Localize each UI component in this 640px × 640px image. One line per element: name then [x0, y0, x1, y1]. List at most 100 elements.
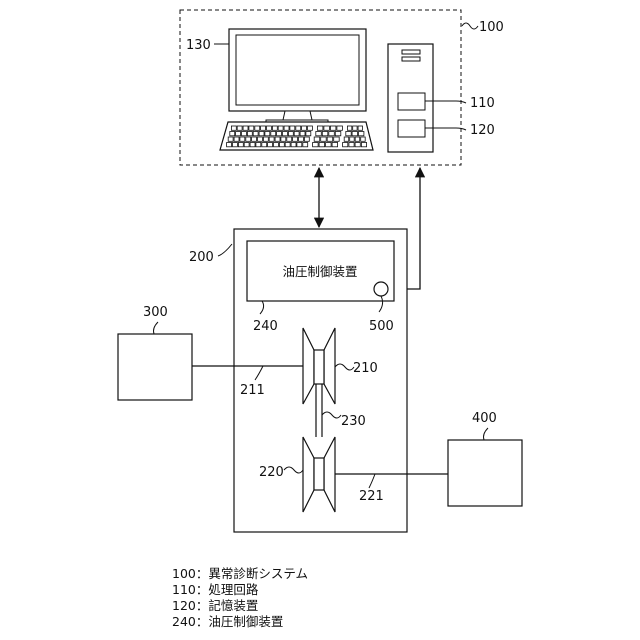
- keyboard-key: [300, 132, 305, 136]
- legend-text: 記憶装置: [208, 598, 258, 613]
- processing-circuit-block: [398, 93, 425, 110]
- keyboard-key: [294, 132, 299, 136]
- hydraulic-controller-text: 油圧制御装置: [282, 264, 357, 279]
- storage-device-block: [398, 120, 425, 137]
- keyboard-key: [321, 137, 327, 141]
- primary-pulley-label: 210: [353, 361, 378, 376]
- keyboard-key: [269, 137, 274, 141]
- keyboard-key: [255, 126, 260, 130]
- legend-text: 油圧制御装置: [208, 614, 283, 629]
- keyboard-key: [330, 126, 336, 130]
- keyboard-key: [249, 126, 254, 130]
- keyboard-key: [334, 137, 340, 141]
- keyboard-key: [344, 137, 349, 141]
- legend-code: 110: [172, 582, 196, 597]
- computer-label: 130: [186, 38, 211, 53]
- keyboard-key: [253, 132, 258, 136]
- legend-item: 120：記憶装置: [172, 598, 308, 614]
- keyboard-key: [242, 132, 247, 136]
- legend-code: 100: [172, 566, 196, 581]
- keyboard-key: [271, 132, 276, 136]
- keyboard-key: [326, 143, 332, 147]
- keyboard-key: [275, 137, 280, 141]
- keyboard-key: [297, 143, 302, 147]
- keyboard-key: [327, 137, 333, 141]
- keyboard-key: [284, 126, 289, 130]
- output-device-leader: [484, 428, 489, 440]
- secondary-pulley-label: 220: [259, 465, 284, 480]
- sensor-label: 500: [369, 319, 394, 334]
- legend-code: 120: [172, 598, 196, 613]
- keyboard-key: [355, 137, 360, 141]
- keyboard-key: [361, 137, 366, 141]
- keyboard-key: [291, 143, 296, 147]
- keyboard-key: [243, 126, 248, 130]
- keyboard-key: [355, 143, 360, 147]
- keyboard-key: [279, 143, 284, 147]
- keyboard-key: [278, 126, 283, 130]
- keyboard-key: [272, 126, 277, 130]
- keyboard-key: [283, 132, 288, 136]
- input-device-box: [118, 334, 192, 400]
- keyboard-key: [288, 132, 293, 136]
- keyboard-key: [250, 143, 255, 147]
- keyboard-key: [317, 126, 323, 130]
- keyboard-key: [281, 137, 286, 141]
- keyboard-key: [258, 137, 263, 141]
- storage-device-label: 120: [470, 123, 495, 138]
- legend-item: 110：処理回路: [172, 582, 308, 598]
- input-device-label: 300: [143, 305, 168, 320]
- keyboard-key: [231, 126, 236, 130]
- keyboard-key: [350, 137, 355, 141]
- keyboard-key: [277, 132, 282, 136]
- keyboard-key: [337, 126, 343, 130]
- input-shaft-label: 211: [240, 383, 265, 398]
- keyboard-key: [343, 143, 348, 147]
- keyboard-key: [353, 126, 357, 130]
- keyboard-key: [322, 132, 328, 136]
- keyboard-key: [246, 137, 251, 141]
- keyboard-key: [314, 137, 320, 141]
- keyboard-key: [237, 126, 242, 130]
- output-shaft-label: 221: [359, 489, 384, 504]
- keyboard-key: [349, 143, 354, 147]
- hydraulic-controller-label: 240: [253, 319, 278, 334]
- legend-text: 処理回路: [208, 582, 258, 597]
- legend-item: 240：油圧制御装置: [172, 614, 308, 630]
- vehicle-label: 200: [189, 250, 214, 265]
- keyboard-key: [234, 137, 239, 141]
- keyboard-key: [259, 132, 264, 136]
- keyboard-key: [265, 132, 270, 136]
- keyboard-key: [319, 143, 325, 147]
- processing-circuit-label: 110: [470, 96, 495, 111]
- keyboard-key: [296, 126, 301, 130]
- legend: 100：異常診断システム 110：処理回路 120：記憶装置 240：油圧制御装…: [172, 566, 308, 630]
- keyboard-key: [238, 143, 243, 147]
- keyboard-key: [359, 132, 364, 136]
- keyboard-key: [233, 143, 238, 147]
- keyboard-icon: [220, 122, 373, 150]
- legend-code: 240: [172, 614, 196, 629]
- monitor-icon: [229, 29, 366, 124]
- keyboard-key: [316, 132, 322, 136]
- keyboard-key: [285, 143, 290, 147]
- keyboard-key: [304, 137, 309, 141]
- keyboard-key: [230, 132, 235, 136]
- keyboard-key: [346, 132, 351, 136]
- system-label: 100: [479, 20, 504, 35]
- keyboard-key: [290, 126, 295, 130]
- keyboard-key: [252, 137, 257, 141]
- belt-label: 230: [341, 414, 366, 429]
- keyboard-key: [347, 126, 351, 130]
- input-device-leader: [154, 322, 159, 334]
- system-leader-line: [462, 23, 478, 29]
- keyboard-key: [228, 137, 233, 141]
- keyboard-key: [263, 137, 268, 141]
- keyboard-key: [303, 143, 308, 147]
- sensor-circle: [374, 282, 388, 296]
- keyboard-key: [335, 132, 341, 136]
- keyboard-key: [261, 126, 266, 130]
- keyboard-key: [247, 132, 252, 136]
- keyboard-key: [287, 137, 292, 141]
- keyboard-key: [302, 126, 307, 130]
